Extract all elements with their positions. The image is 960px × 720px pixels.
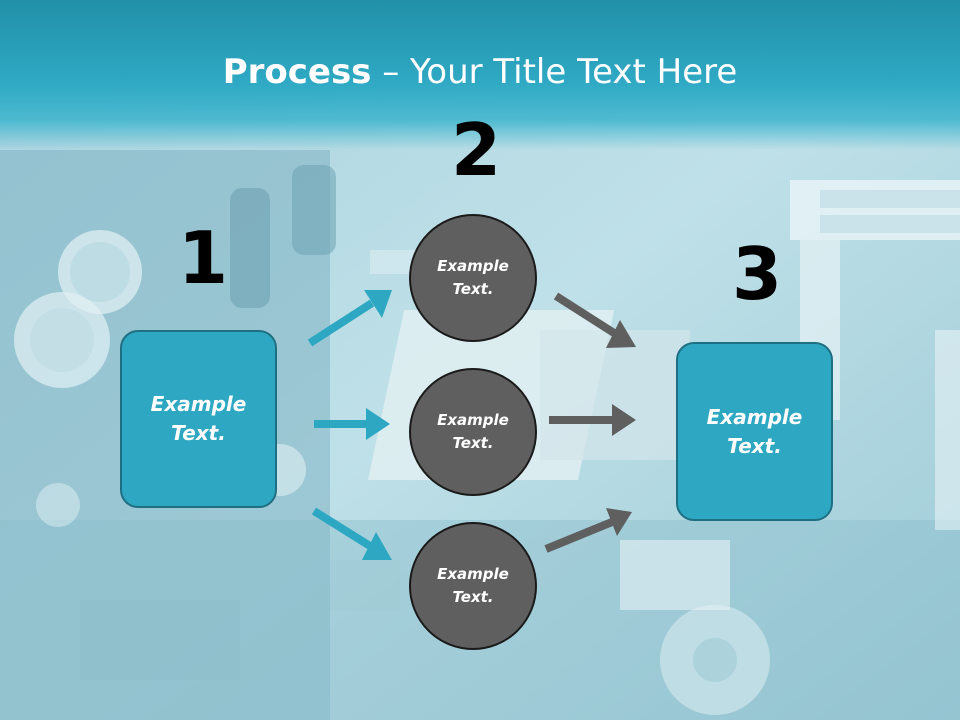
- slide-title: Process – Your Title Text Here: [0, 52, 960, 92]
- circle-middle[interactable]: Example Text.: [409, 368, 537, 496]
- step-1-label: Example Text.: [150, 392, 247, 445]
- circle-top[interactable]: Example Text.: [409, 214, 537, 342]
- slide-title-rest: – Your Title Text Here: [371, 52, 738, 92]
- circle-middle-label: Example Text.: [437, 411, 509, 452]
- title-bar: [0, 0, 960, 150]
- arrow-from-circle-bottom: [544, 508, 632, 553]
- step-3-box[interactable]: Example Text.: [676, 342, 833, 521]
- circle-bottom[interactable]: Example Text.: [409, 522, 537, 650]
- slide-title-bold: Process: [222, 52, 372, 92]
- step-3-label: Example Text.: [706, 404, 803, 458]
- step-1-box[interactable]: Example Text.: [120, 330, 277, 508]
- step-number-3: 3: [732, 232, 783, 316]
- arrow-to-circle-top: [307, 290, 392, 347]
- arrow-from-circle-middle: [549, 404, 636, 436]
- arrow-to-circle-bottom: [311, 507, 392, 560]
- step-number-2: 2: [451, 108, 502, 192]
- circle-bottom-label: Example Text.: [437, 565, 509, 606]
- arrow-to-circle-middle: [314, 408, 390, 440]
- arrow-from-circle-top: [553, 292, 636, 348]
- step-number-1: 1: [178, 216, 229, 300]
- circle-top-label: Example Text.: [437, 257, 509, 298]
